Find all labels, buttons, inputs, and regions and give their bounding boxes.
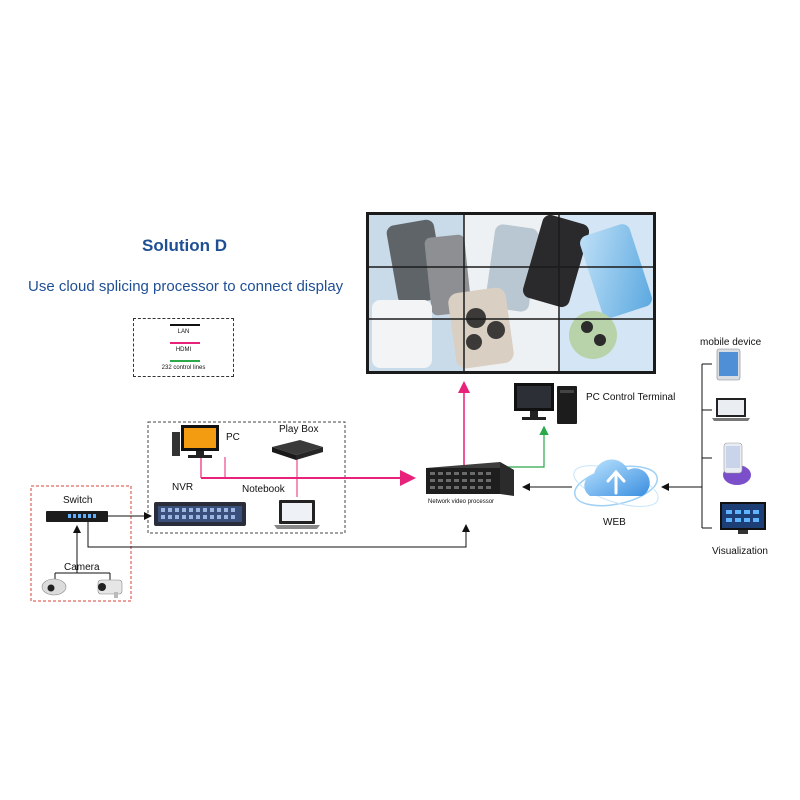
legend-lan-swatch [170, 324, 200, 326]
processor-label: Network video processor [428, 499, 495, 505]
nvr-icon [154, 502, 246, 526]
smartphone-hand-icon [723, 442, 751, 485]
legend-hdmi-label: HDMI [175, 347, 192, 353]
diagram-title: Solution D [142, 236, 227, 255]
tablet-icon [716, 348, 741, 381]
play-box-label: Play Box [279, 424, 319, 435]
switch-label: Switch [63, 495, 93, 506]
pc-label: PC [226, 432, 240, 443]
legend-control-label: 232 control lines [161, 365, 206, 371]
visualization-label: Visualization [712, 546, 768, 557]
web-label: WEB [603, 517, 626, 528]
notebook-icon [274, 500, 320, 529]
legend-hdmi-swatch [170, 342, 200, 344]
pc-control-terminal-icon [514, 383, 577, 424]
processor-icon [426, 462, 514, 496]
pc-control-terminal-label: PC Control Terminal [586, 392, 676, 403]
camera-label: Camera [64, 562, 100, 573]
nvr-label: NVR [172, 482, 194, 493]
legend-control-swatch [170, 360, 200, 362]
visualization-monitor-icon [720, 502, 766, 534]
dome-camera-icon [41, 578, 67, 596]
control-line [506, 425, 549, 468]
notebook-label: Notebook [242, 484, 285, 495]
switch-icon [46, 511, 108, 522]
bullet-camera-icon [97, 579, 123, 598]
mobile-device-label: mobile device [700, 337, 762, 348]
legend: LAN HDMI 232 control lines [133, 318, 234, 377]
pc-icon [172, 425, 219, 458]
diagram-subtitle: Use cloud splicing processor to connect … [28, 278, 344, 295]
play-box-icon [272, 440, 323, 460]
lan-line-switch-processor [87, 522, 470, 548]
legend-lan-label: LAN [177, 329, 190, 335]
video-wall [366, 212, 656, 374]
camera-group-box [30, 485, 132, 602]
cloud-web-icon [573, 459, 659, 507]
laptop-icon [712, 398, 750, 421]
